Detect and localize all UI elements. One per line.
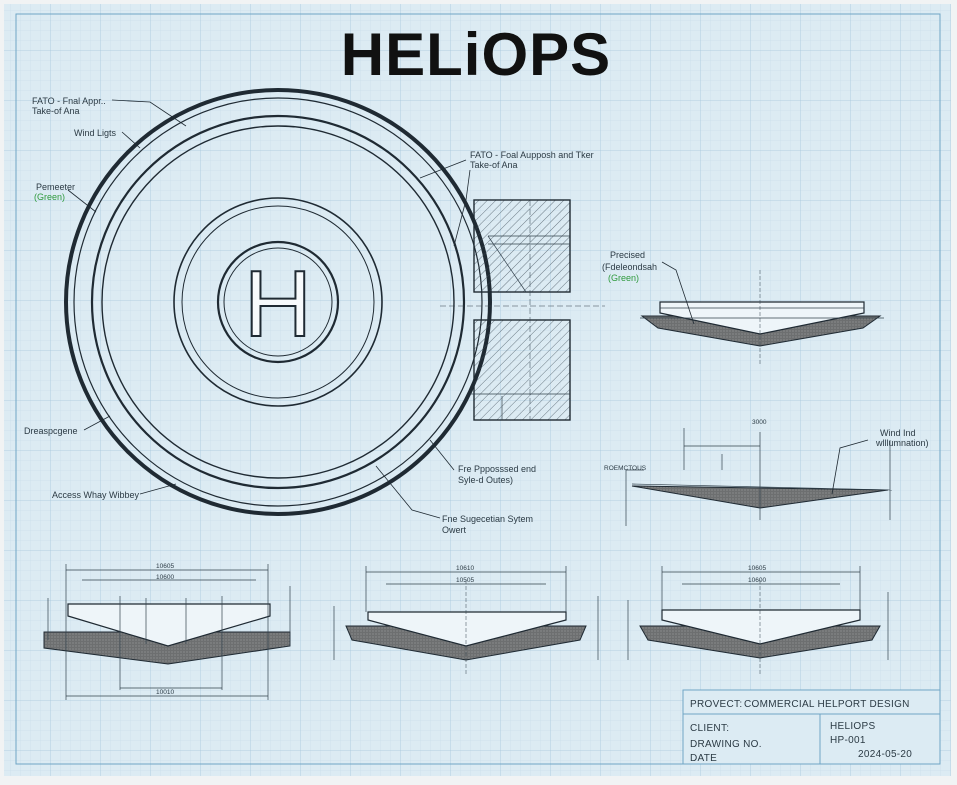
deck-section-detail	[440, 199, 605, 421]
dim-bl-bottom: 10010	[156, 689, 174, 696]
dim-bl-top: 10605	[156, 563, 174, 570]
callout-recessed-1: Precised	[610, 250, 645, 260]
dim-br-mid: 10600	[748, 577, 766, 584]
callout-wind-indicator-1: Wind Ind	[880, 428, 916, 438]
project-value: COMMERCIAL HELPORT DESIGN	[744, 699, 910, 710]
dim-3000: 3000	[752, 419, 767, 426]
callout-access: Access Whay Wibbey	[52, 490, 140, 500]
title-block: PROVECT: COMMERCIAL HELPORT DESIGN CLIEN…	[682, 689, 941, 765]
page-title: HELiOPS	[341, 21, 611, 88]
callout-fire-suppression-1: Fre Ppposssed end	[458, 464, 536, 474]
profile-bottom-left	[43, 564, 291, 700]
profile-recessed-detail	[640, 270, 884, 366]
callout-recessed-2: (Fdeleondsah	[602, 262, 657, 272]
callout-fato-left-2: Take-of Ana	[32, 106, 80, 116]
helipad-plan: H	[64, 88, 492, 516]
callout-fato-left-1: FATO - Fnal Appr..	[32, 96, 106, 106]
callouts: FATO - Fnal Appr.. Take-of Ana Wind Ligt…	[24, 96, 929, 535]
callout-fire-suppression-2: Syle-d Outes)	[458, 475, 513, 485]
callout-section: ROEMCTOUS	[604, 465, 647, 472]
outer-border	[15, 13, 941, 765]
client-label: CLIENT:	[690, 723, 729, 734]
drawing-label: DRAWING NO.	[690, 739, 762, 750]
dim-bl-mid: 10600	[156, 574, 174, 581]
callout-wind-indicator-2: wlllumnation)	[875, 438, 929, 448]
callout-fire-system-2: Owert	[442, 525, 467, 535]
callout-recessed-3: (Green)	[608, 273, 639, 283]
leader-lines	[67, 99, 869, 519]
callout-fato-right-1: FATO - Foal Aupposh and Tker	[470, 150, 594, 160]
profile-wind-indicator-detail	[625, 428, 893, 526]
profile-bottom-middle	[333, 566, 599, 676]
callout-fire-system-1: Fne Sugecetian Sytem	[442, 514, 533, 524]
drawing-value: HP-001	[830, 735, 866, 746]
callout-perimeter-2: (Green)	[34, 192, 65, 202]
profile-bottom-right	[627, 566, 889, 676]
dim-bm-mid: 10505	[456, 577, 474, 584]
dim-br-top: 10605	[748, 565, 766, 572]
callout-drainage: Dreaspcgene	[24, 426, 78, 436]
client-value: HELIOPS	[830, 721, 875, 732]
dimension-labels: 3000 10605 10600 10010 10610 10505 10605…	[156, 419, 767, 696]
dim-bm-top: 10610	[456, 565, 474, 572]
date-value: 2024-05-20	[858, 749, 912, 760]
callout-wind-lights: Wind Ligts	[74, 128, 117, 138]
callout-fato-right-2: Take-of Ana	[470, 160, 518, 170]
callout-perimeter-1: Pemeeter	[36, 182, 75, 192]
date-label: DATE	[690, 753, 717, 764]
pad-marking-h: H	[244, 251, 312, 356]
project-label: PROVECT:	[690, 699, 742, 710]
